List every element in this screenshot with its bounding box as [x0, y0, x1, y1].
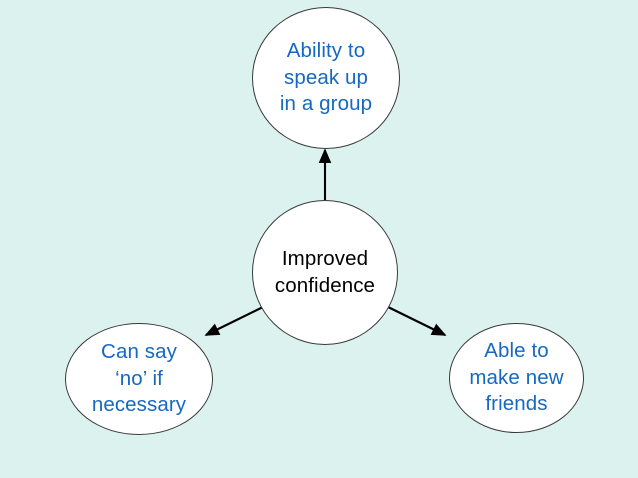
node-improved-confidence-label: Improved confidence: [274, 246, 376, 297]
connector-center-to-say-no: [204, 306, 264, 336]
node-speak-up-label: Ability to speak up in a group: [279, 39, 373, 116]
node-say-no-label: Can say ‘no’ if necessary: [91, 340, 187, 417]
node-make-friends-label: Able to make new friends: [469, 339, 564, 416]
node-make-friends[interactable]: Able to make new friends: [449, 323, 584, 433]
connector-center-to-make-friends: [387, 306, 447, 336]
node-speak-up[interactable]: Ability to speak up in a group: [252, 7, 400, 149]
node-improved-confidence[interactable]: Improved confidence: [252, 200, 398, 345]
node-say-no[interactable]: Can say ‘no’ if necessary: [65, 323, 213, 435]
